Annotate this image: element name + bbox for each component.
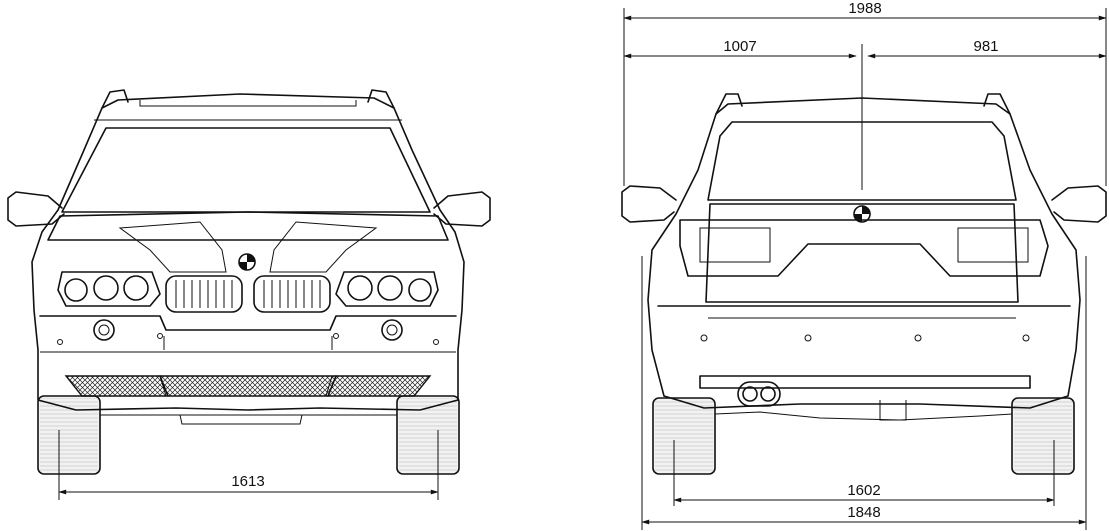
front-track-width-label: 1613 (231, 473, 264, 490)
front-grille (165, 275, 331, 313)
rear-body-outline (647, 97, 1081, 409)
rear-left-mirror (621, 185, 677, 223)
rear-track-width-label: 1602 (847, 482, 880, 499)
front-left-mirror (7, 191, 65, 227)
overall-width-label: 1988 (848, 0, 881, 17)
front-bumper (39, 315, 457, 331)
right-half-width-label: 981 (973, 38, 998, 55)
tailgate (705, 203, 1019, 303)
right-headlight (335, 271, 439, 307)
front-roof-rail-left (101, 89, 129, 109)
hood (47, 211, 449, 241)
tail-light-band (679, 219, 1049, 277)
rear-view: 1988 1007 981 1602 1848 (621, 0, 1107, 530)
front-roof-rail-right (367, 89, 395, 109)
front-view: 1613 (7, 89, 491, 500)
rear-roof-rail-right (983, 93, 1011, 115)
left-fog-light (93, 319, 115, 341)
windshield (61, 127, 431, 213)
right-fog-light (381, 319, 403, 341)
rear-right-mirror (1051, 185, 1107, 223)
rear-roof-rail-left (715, 93, 743, 115)
body-width-label: 1848 (847, 504, 880, 521)
exhaust-pipes (737, 381, 781, 407)
left-headlight (57, 271, 161, 307)
front-right-mirror (433, 191, 491, 227)
left-half-width-label: 1007 (723, 38, 756, 55)
front-body-outline (31, 93, 465, 411)
lower-air-intake (64, 375, 432, 397)
rear-window (707, 121, 1017, 201)
